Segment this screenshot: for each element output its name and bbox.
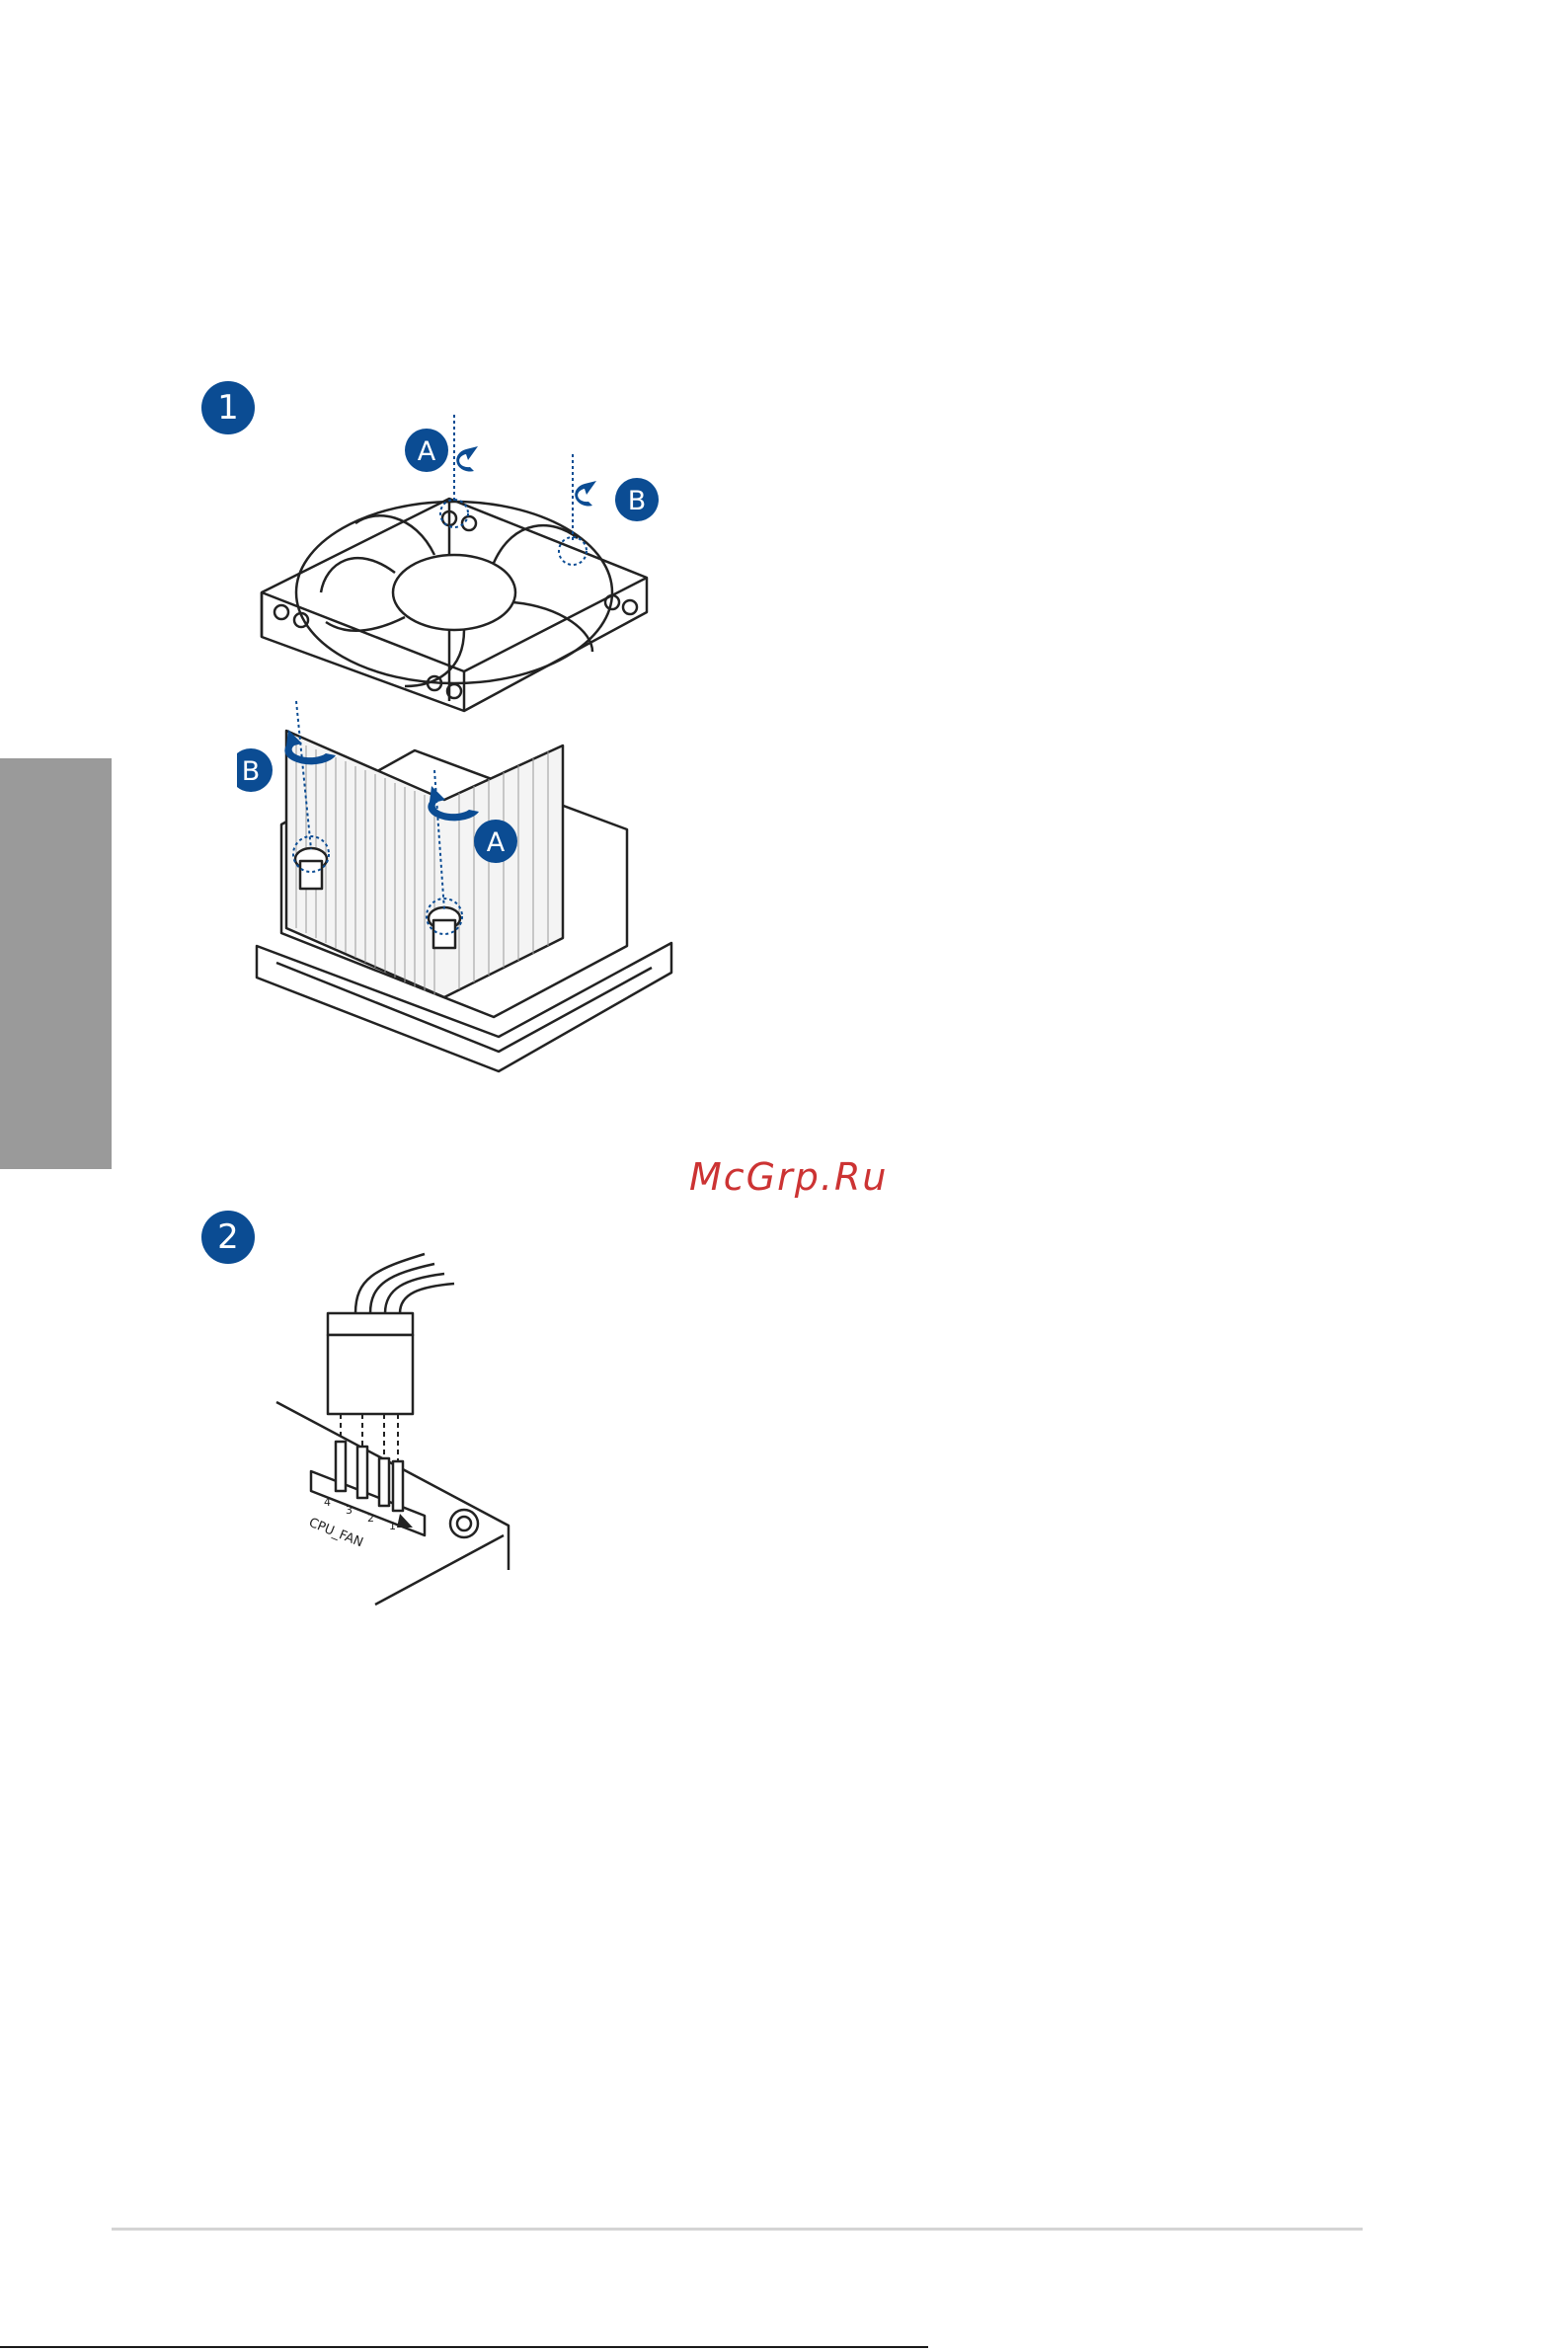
callout-a-top: A	[418, 436, 436, 467]
cpu-fan-label: CPU_FAN	[307, 1516, 365, 1551]
footer-rule	[112, 2228, 1363, 2231]
callout-b-left: B	[242, 756, 261, 787]
bottom-edge-rule	[0, 2346, 928, 2348]
pin-label-4: 4	[324, 1496, 331, 1509]
side-chapter-tab	[0, 758, 112, 1169]
step-2-badge: 2	[201, 1211, 255, 1264]
pin-label-2: 2	[367, 1512, 374, 1525]
callout-a-right: A	[487, 827, 506, 858]
cpu-fan-connector-illustration: 4 3 2 1 CPU_FAN	[267, 1239, 533, 1614]
watermark-text: McGrp.Ru	[689, 1155, 888, 1199]
pin-label-1: 1	[389, 1520, 396, 1532]
cpu-cooler-install-illustration: A B B A	[237, 405, 701, 1106]
pin-label-3: 3	[346, 1504, 353, 1517]
callout-b-top: B	[628, 486, 647, 516]
